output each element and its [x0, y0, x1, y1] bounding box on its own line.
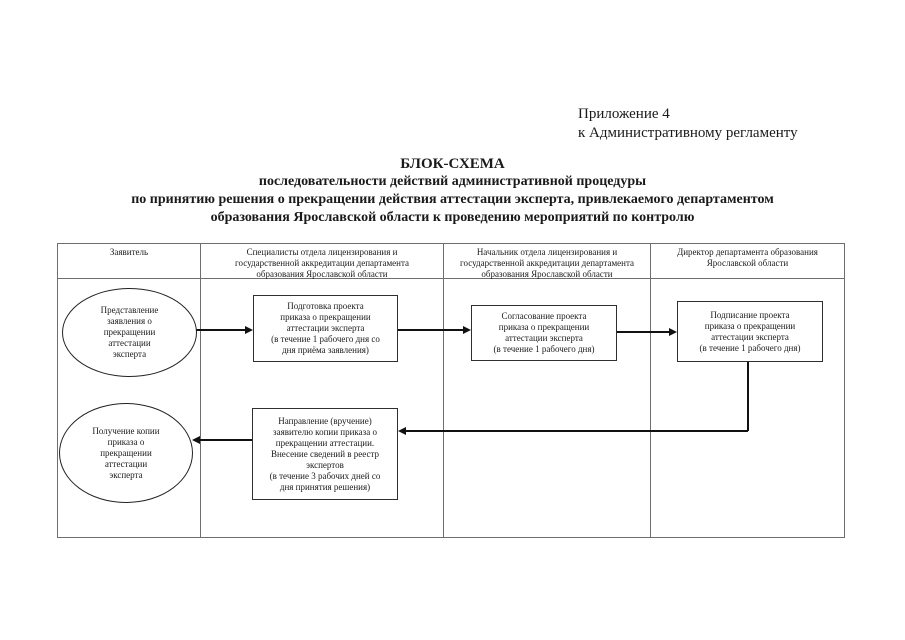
swimlane-body-row: [58, 279, 844, 537]
column-header-applicant: Заявитель: [58, 244, 201, 278]
swimlane-header-row: Заявитель Специалисты отдела лицензирова…: [58, 244, 844, 279]
title-main: БЛОК-СХЕМА: [400, 156, 505, 172]
column-header-director: Директор департамента образования Яросла…: [677, 247, 818, 268]
lane-department-head: [444, 279, 651, 537]
node-sign-label: Подписание проекта приказа о прекращении…: [699, 309, 801, 353]
document-title: БЛОК-СХЕМА последовательности действий а…: [0, 155, 905, 227]
arrow-sign-to-deliver-hline: [406, 430, 748, 432]
lane-specialists: [201, 279, 444, 537]
arrow-deliver-to-end-head: [192, 436, 200, 444]
arrow-approve-to-sign-head: [669, 328, 677, 336]
title-sub-1: последовательности действий администрати…: [258, 174, 647, 189]
column-header-department-head: Начальник отдела лицензирования и госуда…: [444, 244, 651, 279]
node-end-label: Получение копии приказа о прекращении ат…: [92, 425, 160, 480]
appendix-note: Приложение 4 к Административному регламе…: [578, 105, 798, 143]
arrow-sign-to-deliver-head: [398, 427, 406, 435]
arrow-start-to-prepare-line: [196, 329, 245, 331]
swimlane-table: Заявитель Специалисты отдела лицензирова…: [57, 243, 845, 538]
appendix-line-2: к Административному регламенту: [578, 125, 798, 141]
node-approve-order: Согласование проекта приказа о прекращен…: [471, 305, 617, 361]
arrow-start-to-prepare-head: [245, 326, 253, 334]
arrow-approve-to-sign-line: [617, 331, 669, 333]
column-header-specialists: Специалисты отдела лицензирования и госу…: [201, 244, 444, 279]
appendix-line-1: Приложение 4: [578, 106, 670, 122]
arrow-deliver-to-end-line: [200, 439, 252, 441]
node-approve-label: Согласование проекта приказа о прекращен…: [493, 311, 595, 354]
arrow-sign-to-deliver-vline: [747, 362, 749, 431]
node-end-ellipse: Получение копии приказа о прекращении ат…: [59, 403, 193, 503]
node-start-label: Представление заявления о прекращении ат…: [100, 305, 159, 359]
node-start-ellipse: Представление заявления о прекращении ат…: [62, 288, 197, 377]
title-sub-3: образования Ярославской области к провед…: [210, 210, 695, 225]
title-sub-2: по принятию решения о прекращении действ…: [131, 192, 774, 207]
arrow-prepare-to-approve-line: [398, 329, 463, 331]
lane-applicant: [58, 279, 201, 537]
node-prepare-label: Подготовка проекта приказа о прекращении…: [271, 301, 380, 355]
arrow-prepare-to-approve-head: [463, 326, 471, 334]
node-sign-order: Подписание проекта приказа о прекращении…: [677, 301, 823, 362]
node-prepare-order: Подготовка проекта приказа о прекращении…: [253, 295, 398, 362]
node-deliver-copy: Направление (вручение) заявителю копии п…: [252, 408, 398, 500]
node-deliver-label: Направление (вручение) заявителю копии п…: [269, 415, 381, 492]
